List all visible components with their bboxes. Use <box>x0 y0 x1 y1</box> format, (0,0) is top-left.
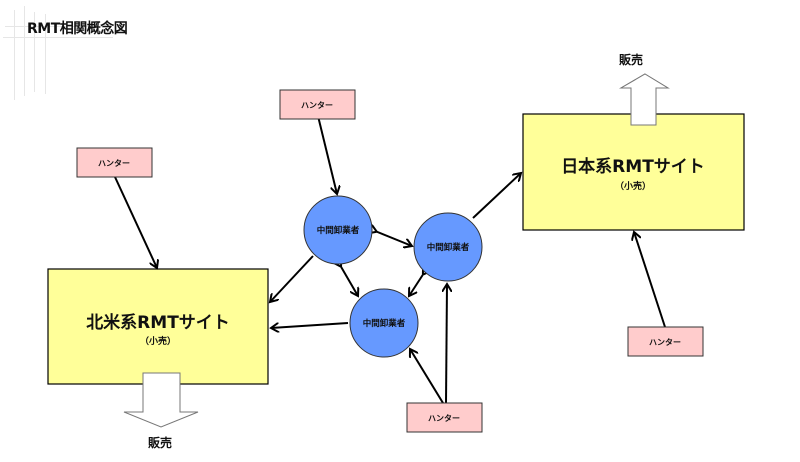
sale-arrow-down <box>123 372 199 428</box>
site-jp-sub: （小売） <box>615 180 651 192</box>
arrow-w2-to-jp <box>472 173 521 219</box>
corner-decoration <box>5 26 105 27</box>
arrow-w1-w2 <box>375 231 412 246</box>
hunter-label: ハンター <box>301 100 333 110</box>
arrow-h2-to-w1 <box>317 115 337 194</box>
corner-decoration <box>14 10 15 100</box>
hunter-label: ハンター <box>649 337 681 347</box>
arrow-w2-w3 <box>409 273 424 296</box>
arrow-h1-to-na <box>114 176 157 268</box>
corner-decoration <box>34 12 35 92</box>
arrow-h3-to-w3 <box>410 349 444 404</box>
hunter-label: ハンター <box>98 158 130 168</box>
hunter-box-3[interactable]: ハンター <box>406 402 483 433</box>
arrow-w1-w3 <box>340 265 358 296</box>
site-na-name: 北米系RMTサイト <box>86 312 230 333</box>
wholesaler-node-2[interactable]: 中間卸業者 <box>413 212 483 282</box>
corner-decoration <box>45 14 46 94</box>
corner-decoration <box>24 6 25 96</box>
wholesaler-node-1[interactable]: 中間卸業者 <box>303 195 373 265</box>
arrow-h4-to-jp <box>634 232 666 328</box>
arrow-h3-to-w2 <box>446 284 447 404</box>
corner-decoration <box>3 37 113 38</box>
arrow-w1-to-na <box>270 255 314 302</box>
arrow-w3-to-na <box>271 322 349 328</box>
hunter-box-2[interactable]: ハンター <box>279 89 356 120</box>
wholesaler-node-3[interactable]: 中間卸業者 <box>349 288 419 358</box>
sale-arrow-up-overlay <box>619 73 670 126</box>
site-jp[interactable]: 日本系RMTサイト （小売） <box>522 113 745 231</box>
wholesaler-label: 中間卸業者 <box>317 225 360 236</box>
wholesaler-label: 中間卸業者 <box>427 242 470 253</box>
wholesaler-label: 中間卸業者 <box>363 318 406 329</box>
hunter-box-4[interactable]: ハンター <box>627 326 704 357</box>
hunter-box-1[interactable]: ハンター <box>76 147 153 178</box>
site-jp-name: 日本系RMTサイト <box>561 156 705 177</box>
sale-label-jp: 販売 <box>619 52 643 67</box>
site-na[interactable]: 北米系RMTサイト （小売） <box>47 268 269 385</box>
sale-label-na: 販売 <box>148 435 172 450</box>
site-na-sub: （小売） <box>140 335 176 347</box>
diagram-title: RMT相関概念図 <box>27 21 128 37</box>
hunter-label: ハンター <box>428 413 460 423</box>
